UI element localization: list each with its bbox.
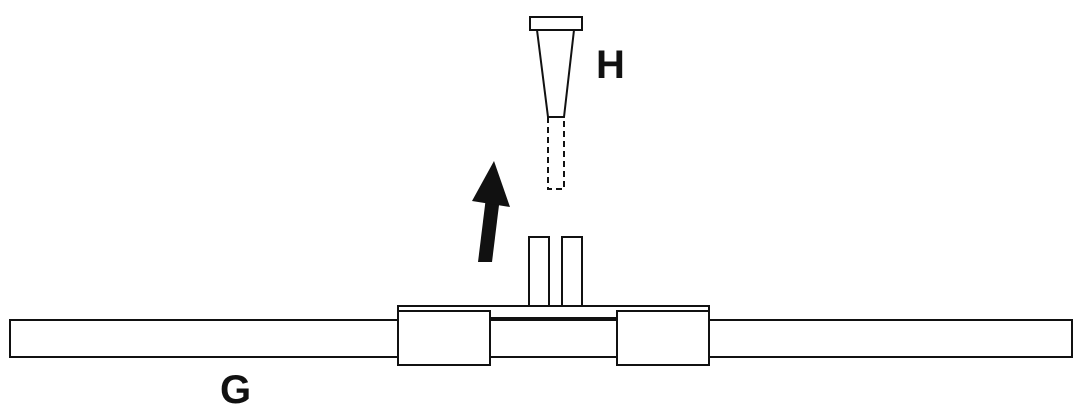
right-pin — [562, 237, 582, 306]
tip-collar — [530, 17, 582, 30]
pipette-tip — [530, 17, 582, 189]
left-pin — [529, 237, 549, 306]
arrow-up-icon — [472, 161, 510, 262]
tip-dashed-extension — [548, 117, 564, 189]
label-g: G — [220, 368, 251, 412]
label-h: H — [596, 43, 625, 87]
left-clamp-block — [398, 311, 490, 365]
rod — [10, 320, 1072, 357]
right-clamp-block — [617, 311, 709, 365]
tip-cone — [537, 30, 574, 117]
